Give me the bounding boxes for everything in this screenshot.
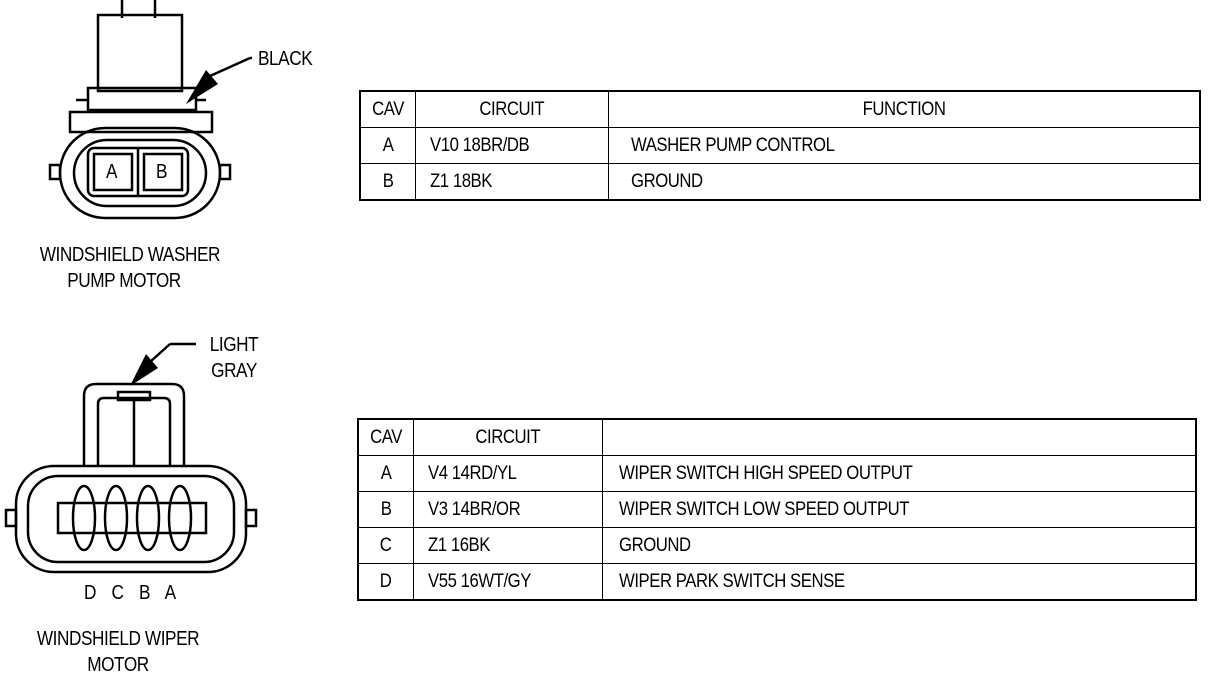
function-cell: WASHER PUMP CONTROL: [607, 127, 1201, 164]
function-cell: WIPER PARK SWITCH SENSE: [601, 563, 1197, 601]
table-row: B Z1 18BK GROUND: [359, 163, 1201, 201]
table-row: C Z1 16BK GROUND: [357, 527, 1197, 564]
header-function: FUNCTION: [607, 90, 1201, 128]
table-row: D V55 16WT/GY WIPER PARK SWITCH SENSE: [357, 563, 1197, 601]
circuit-cell: Z1 18BK: [414, 163, 609, 201]
function-cell: GROUND: [607, 163, 1201, 201]
circuit-cell: V4 14RD/YL: [412, 455, 603, 492]
wiper-pin-letters: D C B A: [84, 582, 182, 604]
function-cell: GROUND: [601, 527, 1197, 564]
pin-label-b-washer: B: [156, 161, 168, 183]
cav-cell: B: [357, 491, 414, 528]
table-row: B V3 14BR/OR WIPER SWITCH LOW SPEED OUTP…: [357, 491, 1197, 528]
function-cell: WIPER SWITCH HIGH SPEED OUTPUT: [601, 455, 1197, 492]
black-pointer-arrow: [186, 56, 252, 104]
cav-cell: B: [359, 163, 416, 201]
cav-cell: D: [357, 563, 414, 601]
cav-cell: C: [357, 527, 414, 564]
circuit-cell: V55 16WT/GY: [412, 563, 603, 601]
circuit-cell: V10 18BR/DB: [414, 127, 609, 164]
light-gray-pointer-arrow: [130, 342, 196, 386]
wiper-motor-connector-drawing: [4, 382, 258, 574]
function-cell: WIPER SWITCH LOW SPEED OUTPUT: [601, 491, 1197, 528]
black-color-label: BLACK: [258, 48, 313, 70]
wiper-pinout-table: CAV CIRCUIT A V4 14RD/YL WIPER SWITCH HI…: [357, 418, 1197, 601]
header-cav: CAV: [359, 90, 416, 128]
cav-cell: A: [359, 127, 416, 164]
washer-pinout-table: CAV CIRCUIT FUNCTION A V10 18BR/DB WASHE…: [359, 90, 1201, 201]
header-cav: CAV: [357, 418, 414, 456]
table-row: A V4 14RD/YL WIPER SWITCH HIGH SPEED OUT…: [357, 455, 1197, 492]
header-circuit: CIRCUIT: [414, 90, 609, 128]
circuit-cell: V3 14BR/OR: [412, 491, 603, 528]
table-header-row: CAV CIRCUIT FUNCTION: [359, 90, 1201, 128]
header-function: [601, 418, 1197, 456]
washer-pump-connector-drawing: [48, 0, 232, 220]
light-gray-color-label: LIGHT GRAY: [209, 334, 259, 382]
pin-label-a-washer: A: [106, 161, 118, 183]
cav-cell: A: [357, 455, 414, 492]
table-header-row: CAV CIRCUIT: [357, 418, 1197, 456]
circuit-cell: Z1 16BK: [412, 527, 603, 564]
wiper-connector-title: WINDSHIELD WIPER MOTOR: [36, 628, 200, 676]
washer-connector-title: WINDSHIELD WASHER PUMP MOTOR: [39, 244, 221, 292]
header-circuit: CIRCUIT: [412, 418, 603, 456]
table-row: A V10 18BR/DB WASHER PUMP CONTROL: [359, 127, 1201, 164]
